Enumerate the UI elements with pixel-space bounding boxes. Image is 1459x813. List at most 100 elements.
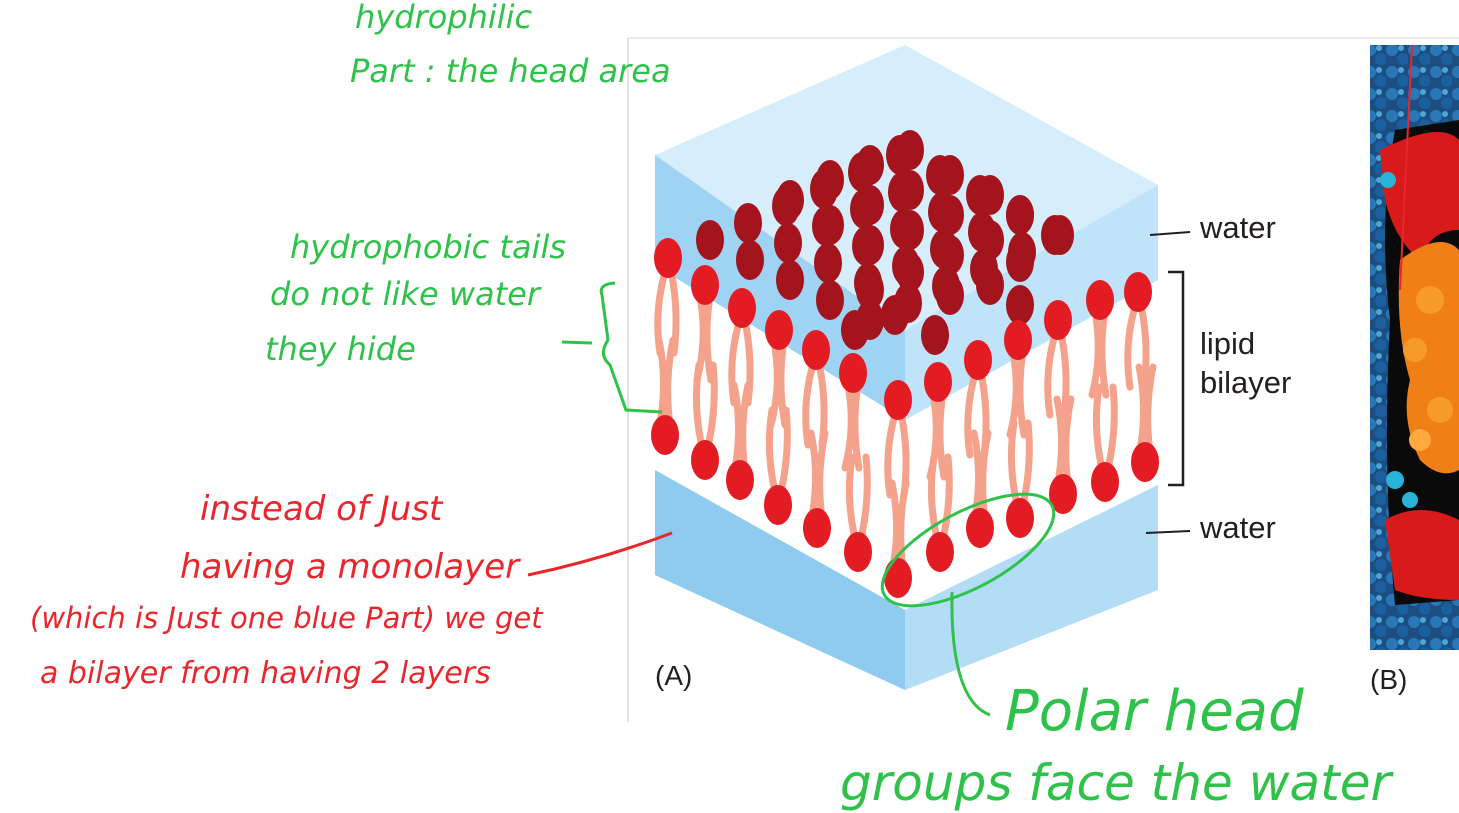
lipid-tail xyxy=(816,429,829,514)
note-they-hide: they hide xyxy=(265,330,416,368)
lipid-tail xyxy=(1058,334,1070,419)
lipid-head xyxy=(776,260,804,300)
note-instead-of: instead of Just xyxy=(200,489,444,529)
lipid-tail xyxy=(1044,334,1058,419)
note-polar-head: Polar head xyxy=(1005,679,1304,744)
note-not-like-water: do not like water xyxy=(270,275,542,313)
lipid-tail xyxy=(1062,395,1075,480)
lipid-head xyxy=(921,315,949,355)
lipid-tail xyxy=(1053,395,1066,480)
lipid-head xyxy=(1006,242,1034,282)
note-bilayer-two-layers: a bilayer from having 2 layers xyxy=(40,656,491,691)
lipid-head xyxy=(1091,462,1119,502)
lipid-head xyxy=(1049,474,1077,514)
lipid-tail xyxy=(739,381,752,466)
lipid-tail xyxy=(664,336,677,421)
lipid-head xyxy=(896,130,924,170)
lipid-tail xyxy=(940,453,953,538)
lipid-head xyxy=(841,310,869,350)
lipid-tail xyxy=(1098,314,1110,399)
lipid-head xyxy=(936,195,964,235)
label-panel-a: (A) xyxy=(655,660,692,691)
lipid-tail xyxy=(1092,383,1105,468)
label-water-top: water xyxy=(1199,210,1276,245)
lipid-head xyxy=(976,265,1004,305)
lipid-head xyxy=(691,440,719,480)
lipid-tail xyxy=(778,406,791,491)
note-one-blue-part: (which is Just one blue Part) we get xyxy=(30,601,544,635)
lipid-tail xyxy=(858,453,871,538)
lipid-head xyxy=(736,240,764,280)
lipid-head xyxy=(936,235,964,275)
lipid-head xyxy=(654,238,682,278)
lipid-tail xyxy=(802,364,816,449)
lipid-head xyxy=(936,155,964,195)
lipid-tail xyxy=(703,299,715,384)
lipid-tail xyxy=(692,361,705,446)
lipid-head xyxy=(1044,300,1072,340)
label-panel-b: (B) xyxy=(1370,664,1407,695)
lipid-head xyxy=(856,270,884,310)
red-annotations: instead of Just having a monolayer (whic… xyxy=(30,489,673,691)
lipid-head xyxy=(1086,280,1114,320)
polar-heads-pointer xyxy=(950,591,991,717)
lipid-tail xyxy=(888,479,901,564)
lipid-tail xyxy=(979,429,992,514)
lipid-head xyxy=(776,180,804,220)
lipid-tail xyxy=(1088,314,1102,399)
lipid-head xyxy=(1124,272,1152,312)
note-monolayer: having a monolayer xyxy=(180,547,521,587)
lipid-head xyxy=(816,280,844,320)
lipid-tail xyxy=(1124,306,1138,391)
lipid-head xyxy=(802,330,830,370)
lipid-tail xyxy=(970,429,983,514)
panel-b-space-filling-model xyxy=(1370,44,1459,650)
label-bilayer: bilayer xyxy=(1200,365,1291,400)
lipid-tail xyxy=(936,396,948,481)
lipid-head xyxy=(966,508,994,548)
polar-heads-circle xyxy=(880,492,1056,608)
lipid-head xyxy=(1006,498,1034,538)
lipid-head xyxy=(1006,195,1034,235)
lipid-tail xyxy=(1007,419,1020,504)
lipid-head xyxy=(774,223,802,263)
lipid-tail xyxy=(655,336,668,421)
bilayer-bracket xyxy=(1168,270,1185,487)
lipid-head xyxy=(856,145,884,185)
lipid-head xyxy=(896,252,924,292)
lipid-heads xyxy=(651,130,1159,598)
lipid-head xyxy=(976,220,1004,260)
lipid-tail xyxy=(1144,363,1157,448)
label-water-bottom: water xyxy=(1199,510,1276,545)
lipid-head xyxy=(734,203,762,243)
lipid-tail xyxy=(1135,363,1148,448)
lipid-tail xyxy=(884,414,898,499)
tails-pointer xyxy=(561,340,593,345)
lipid-head xyxy=(881,295,909,335)
lipid-head xyxy=(884,558,912,598)
label-lipid: lipid xyxy=(1200,326,1255,361)
monolayer-pointer xyxy=(527,531,673,577)
lipid-head xyxy=(726,460,754,500)
lipid-tail xyxy=(807,429,820,514)
green-annotations: hydrophilic Part : the head area hydroph… xyxy=(265,0,1394,812)
lipid-head xyxy=(814,243,842,283)
lipid-tail xyxy=(964,374,978,459)
lipid-head xyxy=(964,340,992,380)
tails-bracket xyxy=(599,281,663,414)
lipid-tail xyxy=(1016,354,1028,439)
lipid-head xyxy=(1041,215,1069,255)
lipid-head xyxy=(803,508,831,548)
lipid-head xyxy=(884,380,912,420)
water-bottom-leader xyxy=(1145,530,1191,534)
lipid-head xyxy=(1006,285,1034,325)
lipid-tail xyxy=(1105,383,1118,468)
note-hydrophobic-tails: hydrophobic tails xyxy=(290,228,566,266)
lipid-head xyxy=(728,288,756,328)
lipid-head xyxy=(1131,442,1159,482)
bottom-water-slab xyxy=(655,470,1158,690)
lipid-tail xyxy=(705,361,718,446)
water-top-leader xyxy=(1149,231,1191,236)
lipid-head xyxy=(924,362,952,402)
